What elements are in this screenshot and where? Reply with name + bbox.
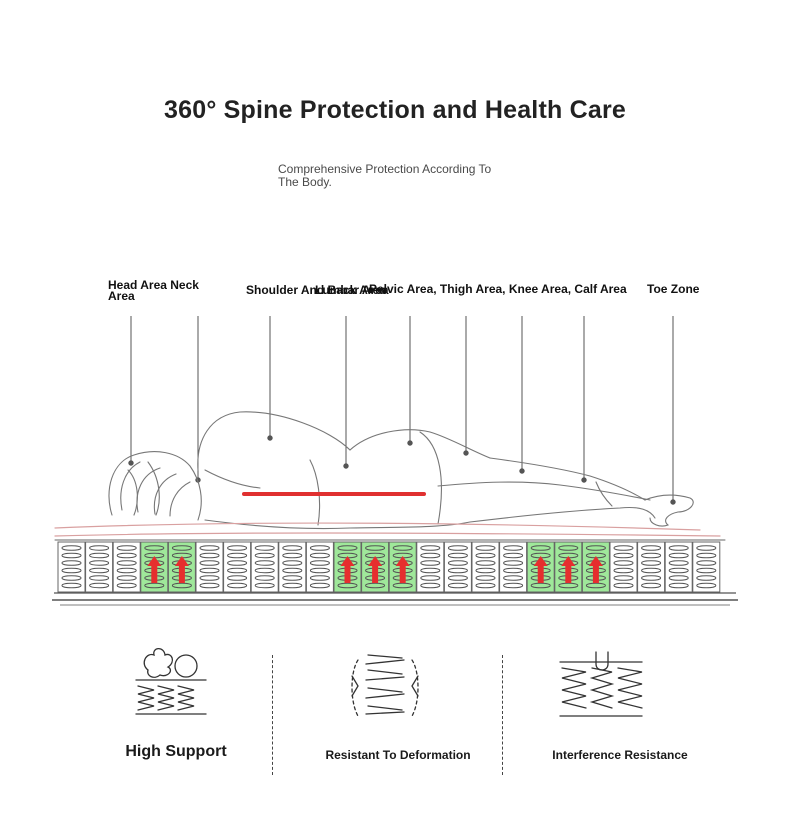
spring-coil [309,545,330,589]
springs-independent-icon [559,651,643,717]
spring-cell [250,541,279,593]
page-subtitle: Comprehensive Protection According To Th… [278,162,492,189]
spring-coil [365,545,386,589]
spring-coil [641,545,662,589]
spring-coil [116,545,137,589]
mattress-base [52,592,738,606]
spring-coil [171,545,192,589]
mattress-top-layer [54,522,726,541]
support-arrow-icon [340,556,355,583]
spring-cell [499,541,528,593]
support-arrow-icon [561,556,576,583]
support-spring-cell [140,541,169,593]
spring-coil [447,545,468,589]
spring-coil-row [57,541,721,593]
zone-label-head: Head Area Neck Area [108,278,199,303]
spring-cell [692,541,721,593]
spring-cell [637,541,666,593]
spring-coil [420,545,441,589]
spring-coil [89,545,110,589]
spring-cell [305,541,334,593]
support-arrow-icon [588,556,603,583]
feature-divider [272,655,273,775]
springs-pressed-icon [351,654,419,717]
zone-label-shoulder: Shoulder And Back Area [246,283,386,297]
spring-coil [254,545,275,589]
spring-cell [609,541,638,593]
support-arrow-icon [395,556,410,583]
spring-cell [471,541,500,593]
spring-coil [144,545,165,589]
spring-coil [475,545,496,589]
spring-cell [57,541,86,593]
zone-label-toe: Toe Zone [647,282,700,296]
support-spring-cell [361,541,390,593]
zone-label-pelvic: Pelvic Area, Thigh Area, Knee Area, Calf… [369,282,627,296]
support-spring-cell [526,541,555,593]
support-arrow-icon [533,556,548,583]
support-spring-cell [333,541,362,593]
zone-leader-lines [128,316,676,505]
spring-coil [337,545,358,589]
support-spring-cell [388,541,417,593]
support-arrow-icon [368,556,383,583]
spring-coil [613,545,634,589]
spring-coil [530,545,551,589]
page-title: 360° Spine Protection and Health Care [164,96,626,124]
spring-cell [85,541,114,593]
spring-coil [558,545,579,589]
spring-coil [199,545,220,589]
spring-cell [664,541,693,593]
spring-cell [443,541,472,593]
spring-coil [668,545,689,589]
spring-coil [585,545,606,589]
support-spring-cell [554,541,583,593]
spring-cell [416,541,445,593]
spring-coil [282,545,303,589]
support-spring-cell [167,541,196,593]
feature-divider [502,655,503,775]
spring-cell [112,541,141,593]
spring-cell [195,541,224,593]
zone-label-lumbar: Lumbar Area [315,283,389,297]
support-arrow-icon [147,556,162,583]
spring-cell [223,541,252,593]
spring-coil [696,545,717,589]
feature-high-support-label: High Support [125,743,227,760]
sleeping-person [108,411,694,530]
spring-coil [392,545,413,589]
spring-cell [278,541,307,593]
spring-coil [503,545,524,589]
springs-with-weight-icon [135,647,207,715]
feature-resistant-deformation-label: Resistant To Deformation [325,748,471,762]
support-arrow-icon [174,556,189,583]
feature-interference-resistance-label: Interference Resistance [552,748,688,762]
support-spring-cell [581,541,610,593]
spring-coil [61,545,82,589]
spring-coil [227,545,248,589]
